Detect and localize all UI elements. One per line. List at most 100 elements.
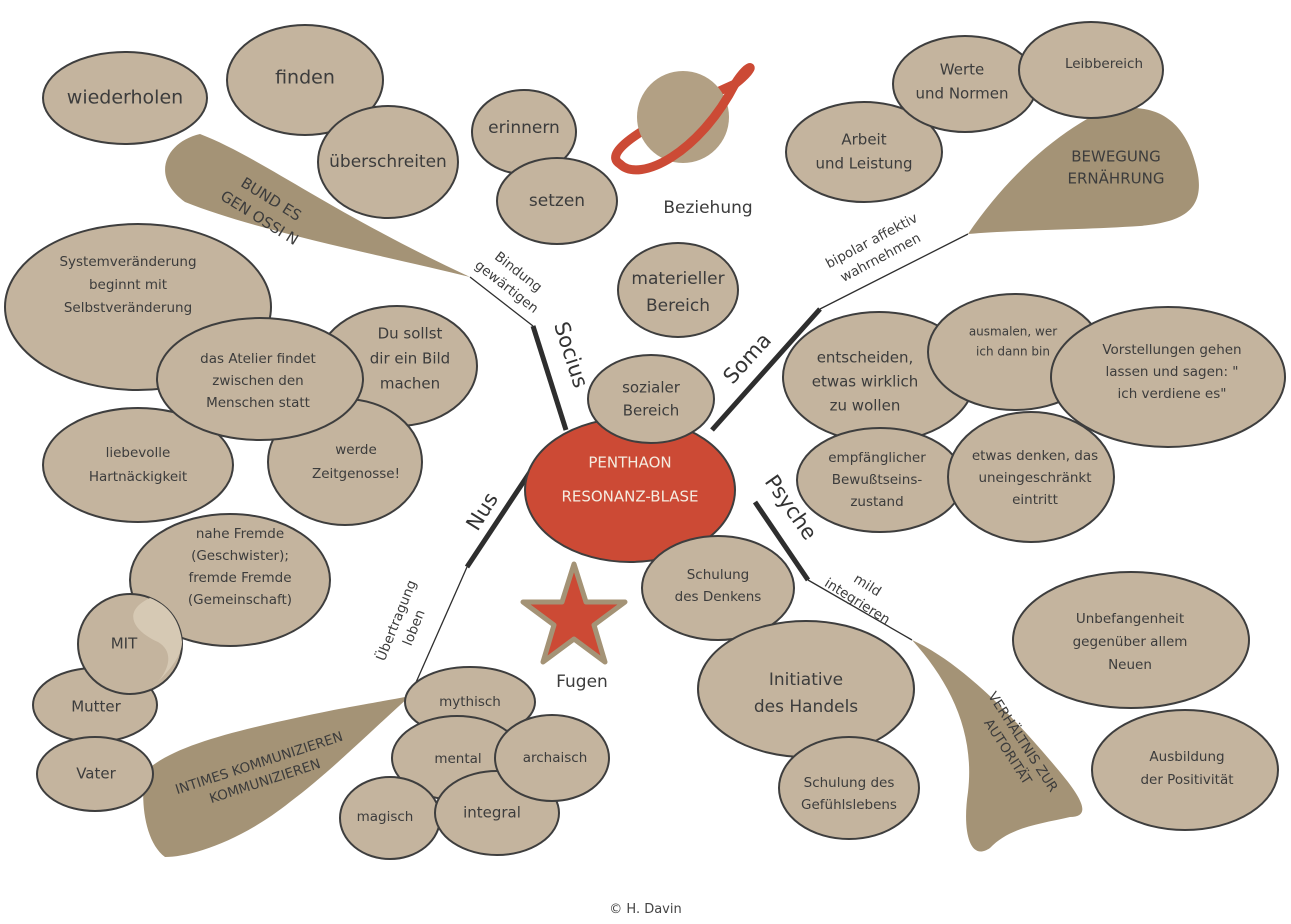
text-wiederholen: wiederholen — [67, 87, 183, 109]
star-icon — [520, 561, 628, 665]
psyche-thin-line — [807, 579, 913, 641]
text-materieller-2: Bereich — [646, 296, 710, 316]
bubble-unbefangenheit — [1012, 571, 1250, 709]
axis-nus: Nus — [461, 488, 503, 535]
bubble-archaisch — [494, 714, 610, 802]
bewegung-text-1: BEWEGUNG — [1071, 148, 1161, 166]
bubble-arbeit — [785, 101, 943, 203]
text-setzen: setzen — [529, 191, 585, 211]
planet-caption: Beziehung — [663, 198, 752, 218]
text-werde-1: werde — [335, 442, 377, 458]
bubble-ueberschreiten — [317, 105, 459, 219]
text-empfaenglich-3: zustand — [850, 494, 903, 510]
bubble-vorstellungen — [1050, 306, 1286, 448]
bubble-leibbereich — [1018, 21, 1164, 119]
text-mental: mental — [434, 751, 481, 767]
text-mythisch: mythisch — [439, 694, 501, 710]
text-vorstellungen-1: Vorstellungen gehen — [1102, 342, 1241, 358]
text-initiative-1: Initiative — [769, 670, 843, 690]
bubble-nahe — [129, 513, 331, 647]
text-liebevolle-1: liebevolle — [106, 445, 171, 461]
bubble-finden — [226, 24, 384, 136]
text-werde-2: Zeitgenosse! — [312, 466, 400, 482]
text-system-3: Selbstveränderung — [64, 300, 192, 316]
text-schulung-gefuehl-1: Schulung des — [804, 775, 895, 791]
text-denken-2: uneingeschränkt — [978, 470, 1091, 486]
text-nahe-4: (Gemeinschaft) — [188, 592, 292, 608]
axis-socius: Socius — [549, 319, 593, 391]
text-initiative-2: des Handels — [754, 697, 858, 717]
text-nahe-1: nahe Fremde — [196, 526, 284, 542]
text-entscheiden-3: zu wollen — [830, 397, 901, 415]
text-nahe-2: (Geschwister); — [191, 548, 289, 564]
socius-thick-line — [530, 325, 569, 431]
mit-swirl — [133, 598, 182, 690]
text-entscheiden-2: etwas wirklich — [812, 373, 919, 391]
text-vorstellungen-3: ich verdiene es" — [1118, 386, 1227, 402]
text-magisch: magisch — [357, 809, 414, 825]
text-unbefangenheit-2: gegenüber allem — [1073, 634, 1188, 650]
axis-soma: Soma — [718, 328, 776, 388]
psyche-thick-line — [752, 500, 811, 582]
bubble-denken — [947, 411, 1115, 543]
text-nahe-3: fremde Fremde — [189, 570, 292, 586]
soma-thick-line — [710, 307, 822, 432]
center-title-2: RESONANZ-BLASE — [561, 488, 698, 506]
text-ausbildung-2: der Positivität — [1140, 772, 1233, 788]
text-empfaenglich-1: empfänglicher — [828, 450, 926, 466]
text-schulung-gefuehl-2: Gefühlslebens — [801, 797, 897, 813]
text-werte-1: Werte — [940, 61, 984, 79]
copyright-text: © H. Davin — [609, 902, 682, 917]
text-unbefangenheit-3: Neuen — [1108, 657, 1152, 673]
bubble-atelier — [156, 317, 364, 441]
text-dusollst-1: Du sollst — [378, 325, 443, 343]
text-atelier-3: Menschen statt — [206, 395, 310, 411]
nus-thin-line — [409, 566, 468, 697]
text-archaisch: archaisch — [523, 750, 588, 766]
text-schulung-denken-2: des Denkens — [675, 589, 762, 605]
bubble-sozialer — [587, 354, 715, 444]
text-vater: Vater — [76, 765, 116, 783]
text-system-1: Systemveränderung — [59, 254, 196, 270]
nus-thick-line — [464, 470, 533, 569]
verhaeltnis-leaf — [912, 640, 1083, 852]
bund-leaf — [165, 134, 470, 277]
text-schulung-denken-1: Schulung — [687, 567, 750, 583]
text-ausbildung-1: Ausbildung — [1149, 749, 1224, 765]
bubble-materieller — [617, 242, 739, 338]
text-mit: MIT — [111, 635, 138, 653]
text-arbeit-1: Arbeit — [841, 131, 886, 149]
soma-thin-line — [819, 233, 969, 310]
socius-thin-line — [469, 276, 534, 327]
text-denken-1: etwas denken, das — [972, 448, 1098, 464]
text-arbeit-2: und Leistung — [815, 155, 912, 173]
text-system-2: beginnt mit — [89, 277, 167, 293]
text-atelier-1: das Atelier findet — [200, 351, 316, 367]
text-leibbereich: Leibbereich — [1065, 56, 1143, 72]
star-caption: Fugen — [556, 672, 608, 692]
text-vorstellungen-2: lassen und sagen: " — [1105, 364, 1238, 380]
text-denken-3: eintritt — [1012, 492, 1058, 508]
planet-icon — [611, 63, 755, 175]
bubble-setzen — [496, 157, 618, 245]
bubble-ausbildung — [1091, 709, 1279, 831]
bubble-schulung-denken — [641, 535, 795, 641]
text-dusollst-3: machen — [380, 375, 440, 393]
bubble-schulung-gefuehl — [778, 736, 920, 840]
text-erinnern: erinnern — [488, 118, 560, 138]
text-sozialer-1: sozialer — [622, 379, 681, 397]
text-ausmalen-2: ich dann bin — [976, 345, 1050, 359]
text-entscheiden-1: entscheiden, — [817, 349, 914, 367]
bewegung-text-2: ERNÄHRUNG — [1068, 169, 1165, 188]
text-mutter: Mutter — [71, 698, 121, 716]
text-atelier-2: zwischen den — [212, 373, 303, 389]
text-werte-2: und Normen — [916, 85, 1009, 103]
intimes-leaf — [143, 696, 410, 857]
center-title-1: PENTHAON — [588, 454, 671, 472]
text-ausmalen-1: ausmalen, wer — [969, 325, 1057, 339]
text-materieller-1: materieller — [631, 269, 724, 289]
bubble-wiederholen — [42, 51, 208, 145]
bewegung-leaf — [968, 107, 1199, 234]
text-liebevolle-2: Hartnäckigkeit — [89, 469, 187, 485]
text-finden: finden — [275, 67, 335, 89]
